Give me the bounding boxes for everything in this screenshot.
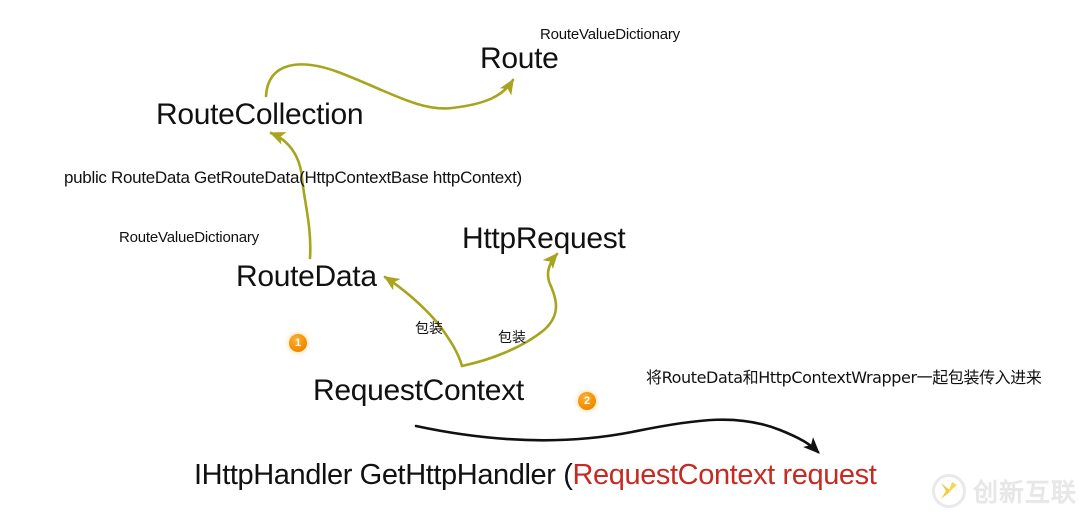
label-routedata: RouteData xyxy=(236,260,377,293)
label-wrap-left: 包装 xyxy=(415,321,443,337)
arrow-routedata-to-routecollection xyxy=(269,131,312,260)
arrow-requestcontext-to-httprequest xyxy=(460,252,559,368)
label-annotation: 将RouteData和HttpContextWrapper一起包装传入进来 xyxy=(646,368,1042,387)
label-routevaluedictionary-left: RouteValueDictionary xyxy=(119,229,259,246)
label-routevaluedictionary-top: RouteValueDictionary xyxy=(540,26,680,43)
badge-2: 2 xyxy=(578,392,596,410)
badge-1: 1 xyxy=(289,334,307,352)
handler-highlight: RequestContext request xyxy=(572,459,877,491)
label-handler-line: IHttpHandler GetHttpHandler (RequestCont… xyxy=(194,459,877,491)
watermark-logo-icon xyxy=(931,474,966,508)
label-route: Route xyxy=(480,42,559,75)
handler-prefix: IHttpHandler GetHttpHandler ( xyxy=(194,459,573,491)
label-routecollection: RouteCollection xyxy=(156,98,364,131)
arrow-requestcontext-to-handler xyxy=(414,418,820,454)
watermark-text: 创新互联 xyxy=(972,478,1077,507)
label-wrap-right: 包装 xyxy=(498,330,526,346)
label-requestcontext: RequestContext xyxy=(313,374,524,407)
label-method-signature: public RouteData GetRouteData(HttpContex… xyxy=(64,168,522,187)
watermark: 创新互联 xyxy=(931,473,1077,509)
label-httprequest: HttpRequest xyxy=(462,222,626,255)
